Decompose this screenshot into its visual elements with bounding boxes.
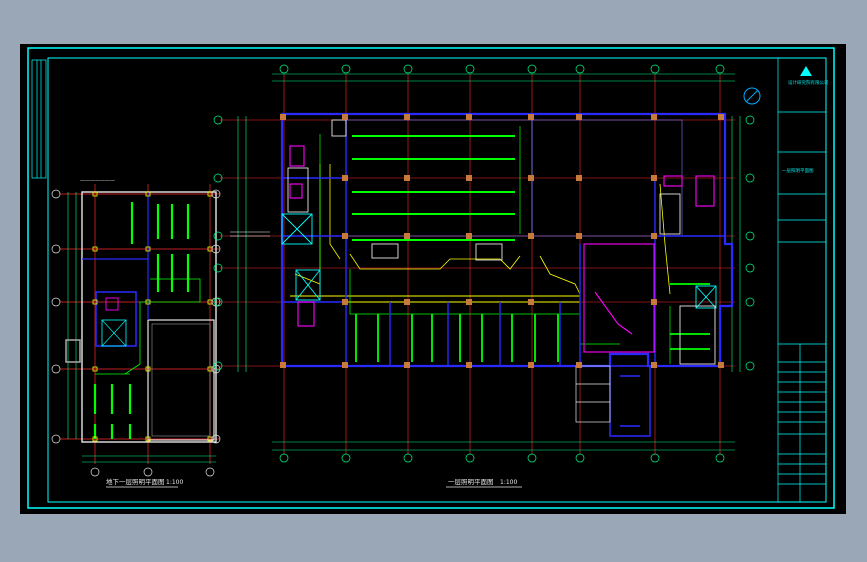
cad-drawing: ——————— 地下一层照明平面图 1:100 <box>27 47 835 509</box>
left-margin-strip <box>31 59 47 179</box>
sheet-name: 一层照明平面图 <box>782 168 814 174</box>
drawing-sheet: ——————— 地下一层照明平面图 1:100 <box>20 44 846 514</box>
main-floor-plan <box>213 64 761 463</box>
main-plan-title: 一层照明平面图 <box>448 478 494 486</box>
left-plan-scale: 1:100 <box>166 479 183 486</box>
left-floor-plan: ——————— <box>51 178 221 477</box>
left-plan-title: 地下一层照明平面图 <box>106 477 165 486</box>
north-arrow-icon <box>743 87 761 105</box>
svg-text:———————: ——————— <box>80 178 115 184</box>
inner-frame <box>47 57 827 503</box>
outer-frame <box>27 47 835 509</box>
main-plan-scale: 1:100 <box>500 479 517 486</box>
company-name: 设计研究院有限公司 <box>788 79 829 86</box>
title-block <box>777 57 827 503</box>
